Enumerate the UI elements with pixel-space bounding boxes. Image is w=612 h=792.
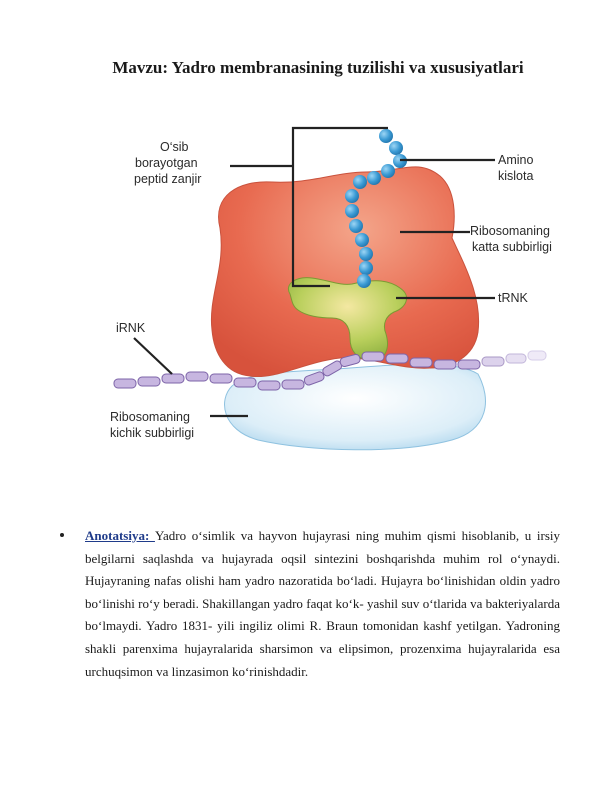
label-large-2: katta subbirligi <box>472 240 552 254</box>
label-amino-1: Amino <box>498 153 533 167</box>
bullet-icon <box>60 533 64 537</box>
small-subunit-shape <box>224 363 486 451</box>
label-small-1: Ribosomaning <box>110 410 190 424</box>
annotation-text: Yadro o‘simlik va hayvon hujayrasi ning … <box>85 528 560 679</box>
label-small-2: kichik subbirligi <box>110 426 194 440</box>
page-title: Mavzu: Yadro membranasining tuzilishi va… <box>112 58 524 77</box>
label-trna: tRNK <box>498 291 529 305</box>
label-peptide-2: borayotgan <box>135 156 198 170</box>
peptide-chain-beads <box>345 129 407 288</box>
annotation-label: Anotatsiya: <box>85 528 155 543</box>
label-amino-2: kislota <box>498 169 533 183</box>
label-peptide-3: peptid zanjir <box>134 172 201 186</box>
large-subunit-shape <box>210 166 480 378</box>
annotation-section: Anotatsiya: Yadro o‘simlik va hayvon huj… <box>60 525 560 696</box>
mrna-strand <box>113 350 547 391</box>
ribosome-diagram: O‘sib borayotgan peptid zanjir Amino kis… <box>110 126 552 451</box>
trna-shape <box>288 277 408 361</box>
label-peptide-1: O‘sib <box>160 140 189 154</box>
label-irna: iRNK <box>116 321 146 335</box>
annotation-paragraph: Anotatsiya: Yadro o‘simlik va hayvon huj… <box>85 525 560 683</box>
label-large-1: Ribosomaning <box>470 224 550 238</box>
